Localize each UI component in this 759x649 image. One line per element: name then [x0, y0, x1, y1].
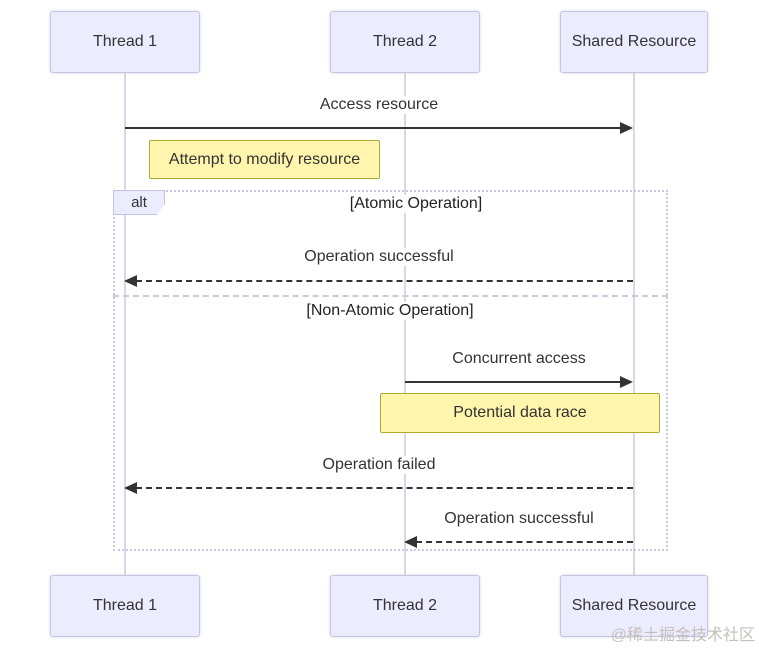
message-label-operation-successful-1: Operation successful — [300, 248, 458, 266]
actor-bottom-shared-resource: Shared Resource — [560, 575, 708, 637]
note-data-race: Potential data race — [380, 393, 660, 433]
alt-condition-non-atomic: [Non-Atomic Operation] — [303, 302, 477, 320]
alt-label-tab: alt — [113, 190, 165, 215]
arrowhead-right-icon — [620, 376, 633, 388]
message-label-operation-successful-2: Operation successful — [440, 510, 598, 528]
message-line-operation-successful-2 — [416, 541, 633, 543]
note-text: Attempt to modify resource — [168, 150, 361, 168]
message-label-concurrent-access: Concurrent access — [448, 350, 590, 368]
watermark: @稀土掘金技术社区 — [610, 627, 755, 644]
alt-divider — [113, 295, 668, 297]
message-label-access-resource: Access resource — [315, 96, 443, 114]
actor-label: Thread 1 — [92, 33, 158, 50]
arrowhead-left-icon — [124, 482, 137, 494]
actor-label: Thread 1 — [92, 597, 158, 614]
actor-label: Thread 2 — [372, 33, 438, 50]
alt-frame — [113, 190, 668, 551]
actor-bottom-thread1: Thread 1 — [50, 575, 200, 637]
alt-label: alt — [131, 194, 147, 211]
actor-label: Shared Resource — [571, 33, 697, 50]
message-line-operation-failed — [136, 487, 633, 489]
message-line-access-resource — [125, 127, 622, 129]
arrowhead-left-icon — [404, 536, 417, 548]
arrowhead-right-icon — [620, 122, 633, 134]
lifeline-thread2 — [404, 73, 406, 575]
actor-bottom-thread2: Thread 2 — [330, 575, 480, 637]
message-label-operation-failed: Operation failed — [318, 456, 440, 474]
arrowhead-left-icon — [124, 275, 137, 287]
actor-label: Thread 2 — [372, 597, 438, 614]
note-text: Potential data race — [453, 404, 587, 421]
lifeline-shared-resource — [633, 73, 635, 575]
actor-top-thread1: Thread 1 — [50, 11, 200, 73]
note-attempt-modify: Attempt to modify resource — [149, 140, 380, 179]
actor-label: Shared Resource — [571, 597, 697, 614]
message-line-concurrent-access — [405, 381, 621, 383]
lifeline-thread1 — [124, 73, 126, 575]
actor-top-shared-resource: Shared Resource — [560, 11, 708, 73]
actor-top-thread2: Thread 2 — [330, 11, 480, 73]
message-line-operation-successful-1 — [136, 280, 633, 282]
alt-condition-atomic: [Atomic Operation] — [346, 195, 486, 213]
